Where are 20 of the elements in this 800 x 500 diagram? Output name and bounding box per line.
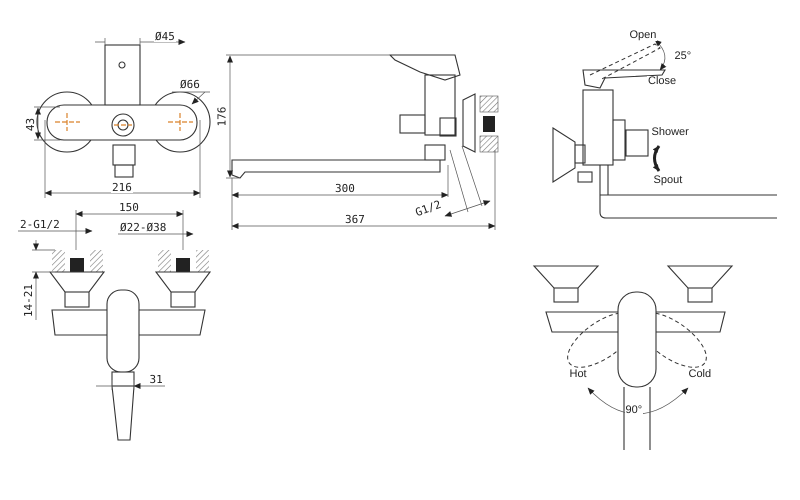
annotation-text: Close	[647, 76, 678, 86]
annotation-text: Cold	[688, 368, 712, 380]
annotation-text: 90°	[624, 404, 644, 416]
dimension-value: 176	[216, 105, 228, 127]
annotation-text: 25°	[674, 50, 692, 62]
annotation-text: Open	[628, 30, 658, 40]
dimension-value: 14-21	[22, 282, 34, 318]
dimension-value: 43	[24, 116, 36, 132]
annotation-text: Spout	[652, 174, 684, 186]
dimension-value: Ø66	[179, 78, 201, 90]
dimension-value: 367	[344, 214, 366, 224]
annotation-text: Hot	[568, 368, 588, 380]
dimension-value: 300	[334, 182, 356, 194]
dimension-value: 216	[111, 182, 133, 192]
dimension-value: 2-G1/2	[19, 218, 61, 230]
dimension-value: 31	[148, 374, 164, 384]
dimension-value: Ø22-Ø38	[119, 222, 168, 232]
dimension-value: 150	[118, 202, 140, 212]
annotation-text: Shower	[650, 126, 690, 138]
dimension-value: Ø45	[154, 30, 176, 42]
